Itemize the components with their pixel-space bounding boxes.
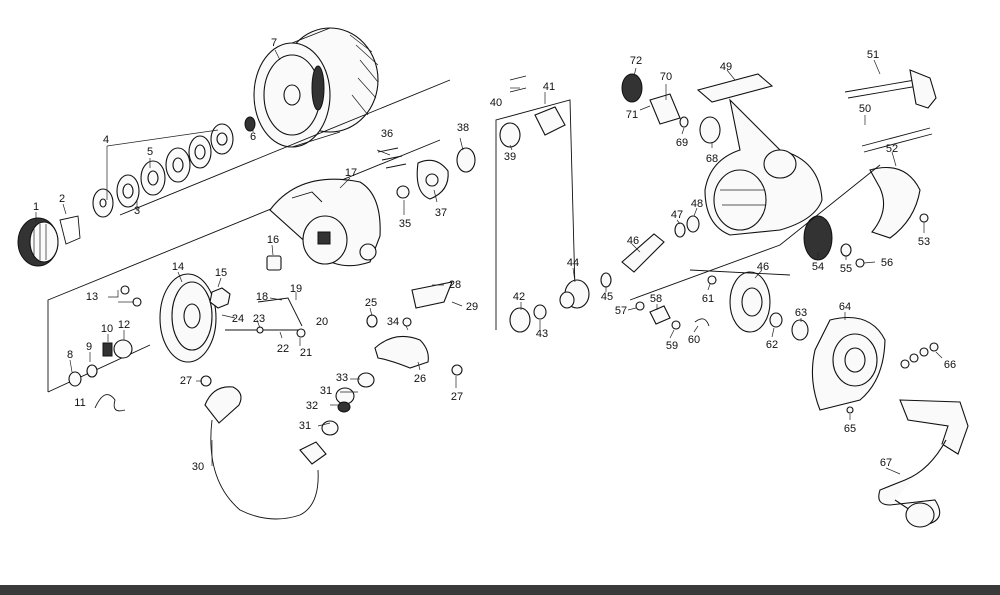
part-label: 68 [706,153,718,165]
part-label: 26 [414,373,426,385]
drive-gear-part [729,215,865,341]
main-shaft-part [509,215,700,333]
part-label: 43 [536,328,548,340]
part-label: 45 [601,291,613,303]
handle-part [878,399,969,528]
part-label: 39 [504,151,516,163]
part-label: 62 [766,339,778,351]
part-label: 38 [457,122,469,134]
part-label: 31 [299,420,311,432]
leader-lines [35,49,943,475]
part-label: 72 [630,55,642,67]
part-label: 25 [365,297,377,309]
part-label: 5 [147,146,153,158]
part-label: 33 [336,372,348,384]
drag-clip-part [59,215,81,245]
part-label: 67 [880,457,892,469]
part-label: 58 [650,293,662,305]
bail-wire-part [200,375,319,520]
part-label: 7 [271,37,277,49]
part-label: 16 [267,234,279,246]
right-assembly-lines [629,164,881,301]
part-label: 14 [172,261,184,273]
gear-housing-part [811,316,939,414]
part-label: 54 [812,261,824,273]
part-label: 36 [381,128,393,140]
small-parts-right [635,275,717,330]
part-label: 4 [103,134,109,146]
part-label: 57 [615,305,627,317]
part-label: 47 [671,209,683,221]
part-label: 6 [250,131,256,143]
part-label: 9 [86,341,92,353]
part-label: 31 [320,385,332,397]
part-label: 49 [720,61,732,73]
part-label: 21 [300,347,312,359]
part-label: 23 [253,313,265,325]
center-assembly-lines [495,99,576,330]
part-label: 28 [449,279,461,291]
part-label: 56 [881,257,893,269]
part-label: 46 [757,261,769,273]
part-label: 18 [256,291,268,303]
part-label: 12 [118,319,130,331]
part-label: 50 [859,103,871,115]
part-label: 34 [387,316,399,328]
part-label: 37 [435,207,447,219]
rotor-body-part [269,178,381,267]
part-label: 59 [666,340,678,352]
part-label: 11 [74,397,85,409]
part-label: 19 [290,283,302,295]
body-frame-part [696,73,823,236]
part-label: 55 [840,263,852,275]
part-label: 20 [316,316,328,328]
part-label: 61 [702,293,714,305]
part-number-labels: 1 2 3 4 5 6 7 8 9 10 11 12 13 14 15 16 1… [33,37,956,473]
part-label: 27 [451,391,463,403]
bottom-bar [0,585,1000,595]
part-label: 15 [215,267,227,279]
part-label: 42 [513,291,525,303]
part-label: 64 [839,301,851,313]
part-label: 70 [660,71,672,83]
part-label: 32 [306,400,318,412]
part-label: 10 [101,323,113,335]
spool-shaft-parts [377,75,566,200]
rods-part [844,69,937,153]
pinion-gear-part [621,73,721,144]
part-label: 1 [33,201,39,213]
part-label: 52 [886,143,898,155]
part-label: 17 [345,167,357,179]
part-label: 41 [543,81,555,93]
part-label: 29 [466,301,478,313]
part-label: 60 [688,334,700,346]
rotor-plate-part [159,273,217,363]
part-label: 35 [399,218,411,230]
part-label: 27 [180,375,192,387]
small-hardware-left [68,285,231,412]
part-label: 63 [795,307,807,319]
part-label: 22 [277,343,289,355]
part-label: 46 [627,235,639,247]
spool-part [253,27,379,148]
part-label: 3 [134,205,140,217]
part-label: 65 [844,423,856,435]
side-cover-part [869,166,929,239]
part-label: 30 [192,461,204,473]
part-label: 24 [232,313,244,325]
drag-washers-part [92,116,256,218]
part-label: 8 [67,349,73,361]
part-label: 40 [490,97,502,109]
part-label: 2 [59,193,65,205]
part-label: 66 [944,359,956,371]
part-label: 48 [691,198,703,210]
drag-knob-part [17,217,59,267]
part-label: 44 [567,257,579,269]
part-label: 13 [86,291,98,303]
part-label: 69 [676,137,688,149]
part-label: 53 [918,236,930,248]
part-label: 71 [626,109,638,121]
part-label: 51 [867,49,879,61]
